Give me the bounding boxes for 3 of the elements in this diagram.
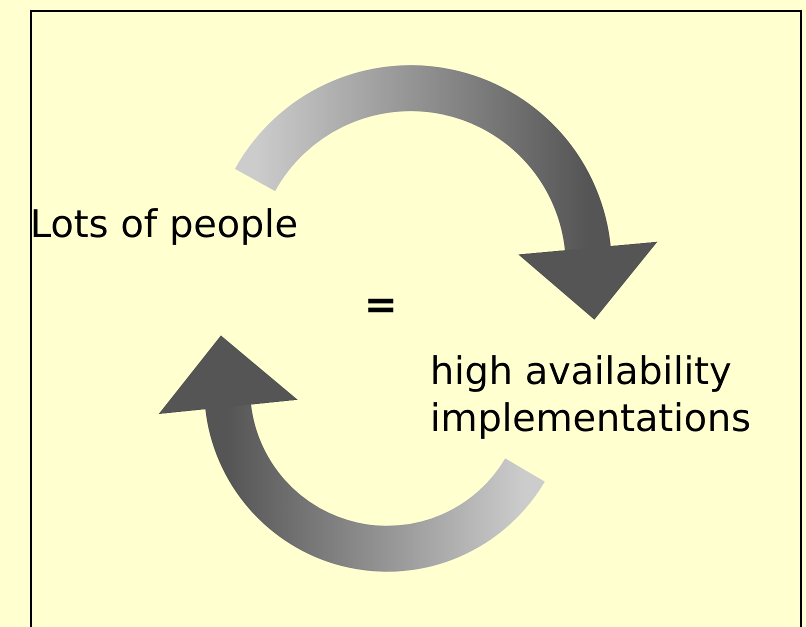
- node-text: Lots of people: [30, 201, 298, 248]
- equals-sign: =: [364, 282, 398, 328]
- node-text: high availability implementations: [430, 348, 752, 442]
